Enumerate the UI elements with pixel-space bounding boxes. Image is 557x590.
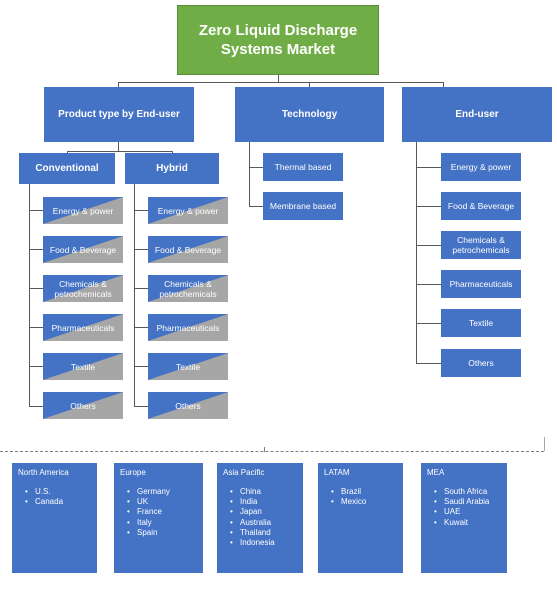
country-item: Thailand — [230, 528, 297, 538]
region-title: MEA — [427, 468, 445, 477]
connector — [416, 323, 441, 324]
conventional-app-food-beverage: Food & Beverage — [43, 236, 123, 263]
connector — [443, 82, 444, 87]
diagram-title: Zero Liquid Discharge Systems Market — [177, 5, 379, 75]
connector — [278, 75, 279, 82]
dashed-divider — [0, 451, 544, 452]
connector — [134, 288, 148, 289]
product-type-hybrid: Hybrid — [125, 153, 219, 184]
connector — [29, 249, 43, 250]
country-item: Germany — [127, 487, 197, 497]
category-technology: Technology — [235, 87, 384, 142]
connector — [134, 406, 148, 407]
country-item: Spain — [127, 528, 197, 538]
connector — [309, 82, 310, 87]
country-item: Brazil — [331, 487, 397, 497]
region-title: North America — [18, 468, 69, 477]
country-item: Saudi Arabia — [434, 497, 501, 507]
conventional-app-others: Others — [43, 392, 123, 419]
connector — [67, 151, 173, 152]
end-user-textile: Textile — [441, 309, 521, 337]
connector — [29, 184, 30, 406]
hybrid-app-others: Others — [148, 392, 228, 419]
country-item: Australia — [230, 518, 297, 528]
connector — [29, 406, 43, 407]
country-list: China India Japan Australia Thailand Ind… — [223, 487, 297, 548]
hybrid-app-food-beverage: Food & Beverage — [148, 236, 228, 263]
end-user-pharmaceuticals: Pharmaceuticals — [441, 270, 521, 298]
divider-tick — [544, 437, 545, 451]
country-item: China — [230, 487, 297, 497]
connector — [29, 366, 43, 367]
conventional-app-textile: Textile — [43, 353, 123, 380]
technology-thermal: Thermal based — [263, 153, 343, 181]
country-item: Japan — [230, 507, 297, 517]
product-type-conventional: Conventional — [19, 153, 115, 184]
conventional-app-energy-power: Energy & power — [43, 197, 123, 224]
connector — [416, 167, 441, 168]
region-latam: LATAM Brazil Mexico — [318, 463, 403, 573]
region-mea: MEA South Africa Saudi Arabia UAE Kuwait — [421, 463, 507, 573]
country-item: Mexico — [331, 497, 397, 507]
connector — [249, 167, 263, 168]
category-end-user: End-user — [402, 87, 552, 142]
connector — [134, 327, 148, 328]
connector — [29, 210, 43, 211]
country-item: UK — [127, 497, 197, 507]
connector — [134, 249, 148, 250]
connector — [29, 327, 43, 328]
connector — [172, 151, 173, 153]
end-user-others: Others — [441, 349, 521, 377]
connector — [29, 288, 43, 289]
country-list: Germany UK France Italy Spain — [120, 487, 197, 538]
region-title: Europe — [120, 468, 146, 477]
connector — [134, 210, 148, 211]
country-item: Italy — [127, 518, 197, 528]
connector — [134, 366, 148, 367]
conventional-app-pharmaceuticals: Pharmaceuticals — [43, 314, 123, 341]
country-item: Kuwait — [434, 518, 501, 528]
connector — [416, 245, 441, 246]
hybrid-app-pharmaceuticals: Pharmaceuticals — [148, 314, 228, 341]
hybrid-app-textile: Textile — [148, 353, 228, 380]
region-north-america: North America U.S. Canada — [12, 463, 97, 573]
country-item: France — [127, 507, 197, 517]
country-item: Indonesia — [230, 538, 297, 548]
connector — [416, 363, 441, 364]
country-item: South Africa — [434, 487, 501, 497]
connector — [249, 142, 250, 206]
connector — [416, 142, 417, 363]
country-item: UAE — [434, 507, 501, 517]
country-item: U.S. — [25, 487, 91, 497]
connector — [416, 206, 441, 207]
divider-tick — [264, 447, 265, 452]
connector — [134, 184, 135, 406]
region-europe: Europe Germany UK France Italy Spain — [114, 463, 203, 573]
technology-membrane: Membrane based — [263, 192, 343, 220]
end-user-chemicals: Chemicals & petrochemicals — [441, 231, 521, 259]
end-user-food-beverage: Food & Beverage — [441, 192, 521, 220]
country-list: South Africa Saudi Arabia UAE Kuwait — [427, 487, 501, 528]
country-list: U.S. Canada — [18, 487, 91, 508]
country-item: India — [230, 497, 297, 507]
conventional-app-chemicals: Chemicals & petrochemicals — [43, 275, 123, 302]
connector — [67, 151, 68, 153]
connector — [118, 82, 119, 87]
hybrid-app-energy-power: Energy & power — [148, 197, 228, 224]
region-title: LATAM — [324, 468, 350, 477]
end-user-energy-power: Energy & power — [441, 153, 521, 181]
connector — [118, 142, 119, 151]
category-product-type: Product type by End-user — [44, 87, 194, 142]
hybrid-app-chemicals: Chemicals & petrochemicals — [148, 275, 228, 302]
connector — [118, 82, 444, 83]
connector — [249, 206, 263, 207]
region-title: Asia Pacific — [223, 468, 265, 477]
country-list: Brazil Mexico — [324, 487, 397, 508]
region-asia-pacific: Asia Pacific China India Japan Australia… — [217, 463, 303, 573]
connector — [416, 284, 441, 285]
country-item: Canada — [25, 497, 91, 507]
